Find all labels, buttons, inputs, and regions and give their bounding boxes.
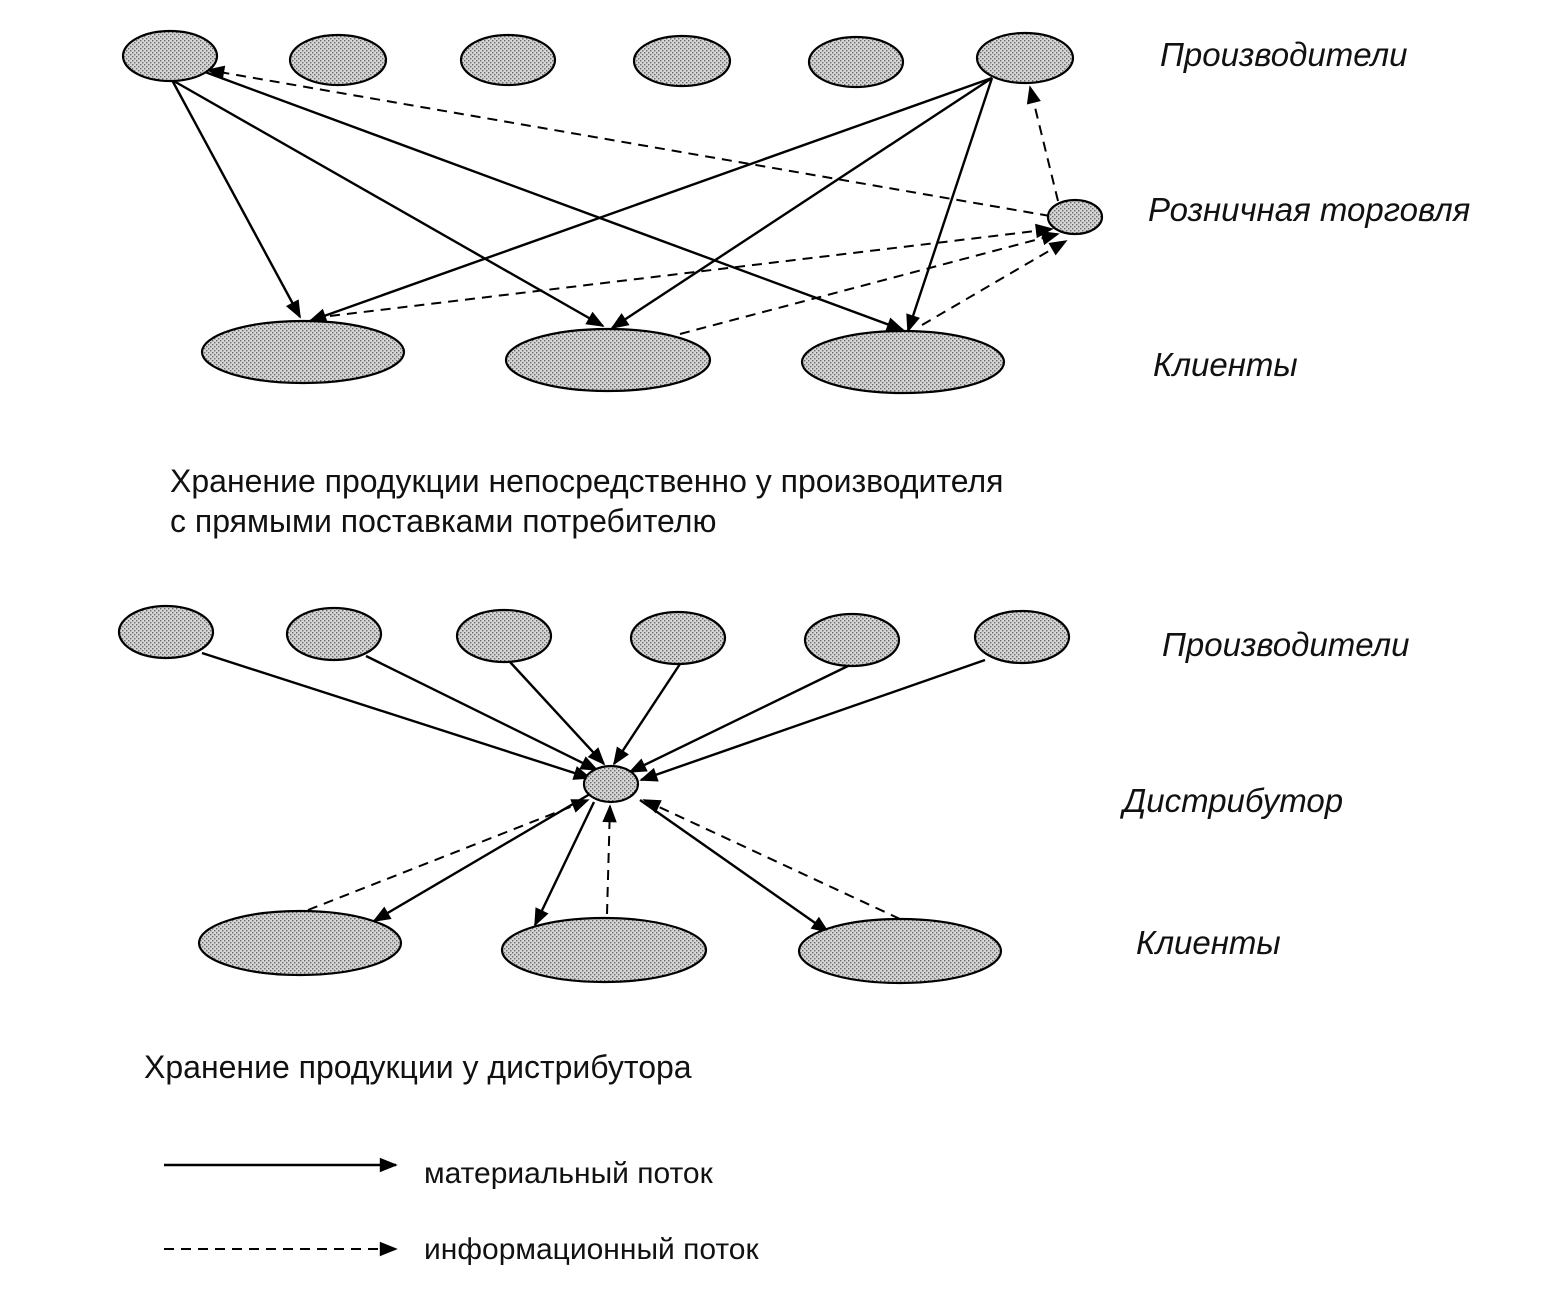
bottom-client-node (197, 909, 403, 977)
bottom-material-dist-c1 (372, 792, 591, 923)
bottom-client-node (797, 917, 1003, 985)
top-edges (170, 65, 1068, 335)
bottom-producer-node (973, 609, 1071, 665)
top-info-c2-retail (679, 231, 1060, 335)
legend-material-label: материальный поток (424, 1157, 714, 1190)
bottom-producer-node (117, 604, 215, 660)
top-info-retail-p6 (1026, 85, 1059, 202)
top-client-node (200, 319, 406, 385)
top-info-c1-retail (329, 223, 1054, 317)
bottom-client-node (500, 916, 708, 984)
top-clients (200, 319, 1006, 395)
bottom-producer-node (803, 612, 901, 668)
bottom-edges (201, 651, 986, 934)
top-diagram: Производители Розничная торговля Клиенты… (121, 29, 1470, 539)
top-retail-node (1046, 198, 1104, 236)
top-producer-node (975, 31, 1075, 85)
bottom-info-c3-dist (642, 799, 901, 920)
bottom-clients (197, 909, 1003, 985)
top-producers (121, 29, 1075, 89)
top-client-node (504, 327, 712, 393)
top-info-retail-p1 (206, 65, 1051, 217)
top-label-retail: Розничная торговля (1148, 191, 1470, 228)
bottom-material-p2-dist (365, 654, 599, 772)
bottom-material-p3-dist (509, 661, 606, 766)
top-producer-node (288, 33, 388, 87)
bottom-caption: Хранение продукции у дистрибутора (144, 1049, 692, 1085)
top-producer-node (807, 35, 905, 89)
bottom-info-c1-dist (307, 799, 590, 911)
top-label-producers: Производители (1160, 36, 1407, 73)
legend: материальный поток информационный поток (164, 1157, 759, 1266)
top-caption-line-1: Хранение продукции непосредственно у про… (170, 463, 1003, 499)
top-material-p6-c1 (308, 76, 993, 323)
bottom-label-producers: Производители (1162, 626, 1409, 663)
top-material-p1-c3 (204, 70, 905, 332)
top-label-clients: Клиенты (1153, 346, 1298, 383)
bottom-producer-node (455, 608, 553, 664)
bottom-material-p1-dist (201, 651, 592, 780)
top-info-c3-retail (921, 240, 1068, 326)
top-material-p1-c2 (171, 78, 605, 328)
top-material-p1-c1 (170, 79, 302, 319)
top-material-p6-c3 (906, 77, 994, 333)
bottom-producer-node (285, 606, 383, 662)
bottom-material-p6-dist (639, 658, 986, 782)
bottom-label-clients: Клиенты (1136, 924, 1281, 961)
bottom-material-dist-c2 (533, 801, 596, 927)
bottom-diagram: Производители Дистрибутор Клиенты Хранен… (117, 604, 1409, 1085)
top-producer-node (459, 33, 557, 87)
legend-info-label: информационный поток (424, 1233, 759, 1266)
top-producer-node (121, 29, 219, 83)
bottom-material-dist-c3 (639, 799, 830, 934)
bottom-material-p4-dist (612, 663, 682, 766)
bottom-producer-node (629, 610, 727, 666)
bottom-distributor-node (582, 764, 640, 804)
bottom-producers (117, 604, 1071, 668)
bottom-material-p5-dist (628, 664, 849, 774)
top-caption-line-2: с прямыми поставками потребителю (170, 503, 716, 539)
top-client-node (800, 329, 1006, 395)
top-material-p6-c2 (610, 76, 993, 330)
top-producer-node (632, 34, 732, 88)
bottom-info-c2-dist (602, 804, 617, 915)
bottom-label-distributor: Дистрибутор (1119, 782, 1343, 819)
